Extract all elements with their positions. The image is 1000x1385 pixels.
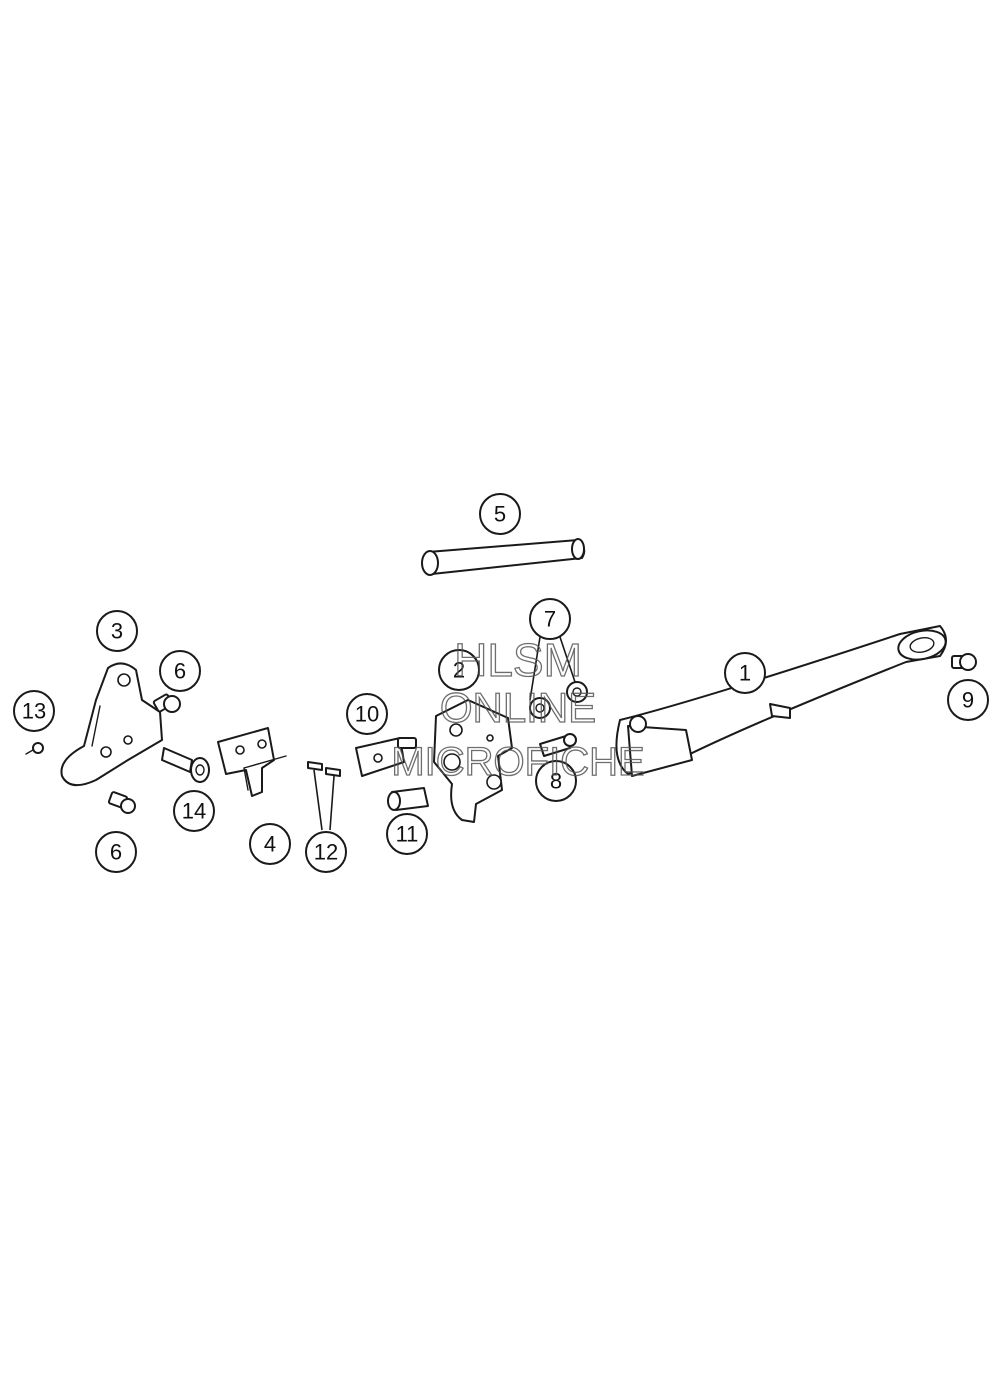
part-2-side-plate [433, 699, 513, 823]
callout-6-lower: 6 [95, 831, 137, 873]
svg-text:4: 4 [264, 832, 276, 857]
callout-11: 11 [386, 813, 428, 855]
part-6-bolt-lower [107, 791, 136, 814]
part-10-switch [355, 737, 417, 777]
svg-text:14: 14 [182, 799, 206, 824]
part-13-screw [25, 742, 44, 755]
callout-14: 14 [173, 790, 215, 832]
svg-text:2: 2 [453, 658, 465, 683]
callout-5: 5 [479, 493, 521, 535]
watermark-line2: ONLINE [440, 684, 596, 731]
watermark-line1: HLSM [454, 634, 582, 686]
callout-10: 10 [346, 693, 388, 735]
callout-8: 8 [535, 760, 577, 802]
svg-text:6: 6 [110, 840, 122, 865]
part-5-spring [421, 538, 586, 576]
svg-text:5: 5 [494, 502, 506, 527]
part-6-bolt-upper [152, 693, 181, 713]
callout-12: 12 [305, 831, 347, 873]
callout-13: 13 [13, 690, 55, 732]
part-1-side-stand [615, 625, 947, 777]
part-14-pivot-bolt [161, 747, 210, 783]
leader-lines [313, 636, 576, 831]
callout-1: 1 [724, 652, 766, 694]
callout-6-upper: 6 [159, 650, 201, 692]
part-11-bushing [387, 787, 429, 811]
part-12-screws [307, 761, 341, 777]
svg-text:13: 13 [22, 699, 46, 724]
svg-text:7: 7 [544, 607, 556, 632]
callout-4: 4 [249, 823, 291, 865]
part-4-sensor-plate [217, 727, 287, 797]
part-7-nuts [529, 681, 588, 719]
svg-text:11: 11 [396, 822, 419, 847]
part-3-bracket [60, 662, 163, 787]
callout-3: 3 [96, 610, 138, 652]
svg-text:6: 6 [174, 659, 186, 684]
callout-2: 2 [438, 649, 480, 691]
part-9-pad [951, 653, 977, 671]
svg-text:1: 1 [739, 661, 751, 686]
watermark: HLSM ONLINE MICROFICHE [391, 633, 646, 784]
svg-text:9: 9 [962, 688, 974, 713]
part-8-bolt [539, 733, 577, 757]
svg-text:3: 3 [111, 619, 123, 644]
svg-text:10: 10 [355, 702, 379, 727]
watermark-line3: MICROFICHE [391, 740, 644, 784]
svg-text:8: 8 [550, 769, 562, 794]
callout-7: 7 [529, 598, 571, 640]
svg-text:12: 12 [314, 840, 338, 865]
callout-9: 9 [947, 679, 989, 721]
